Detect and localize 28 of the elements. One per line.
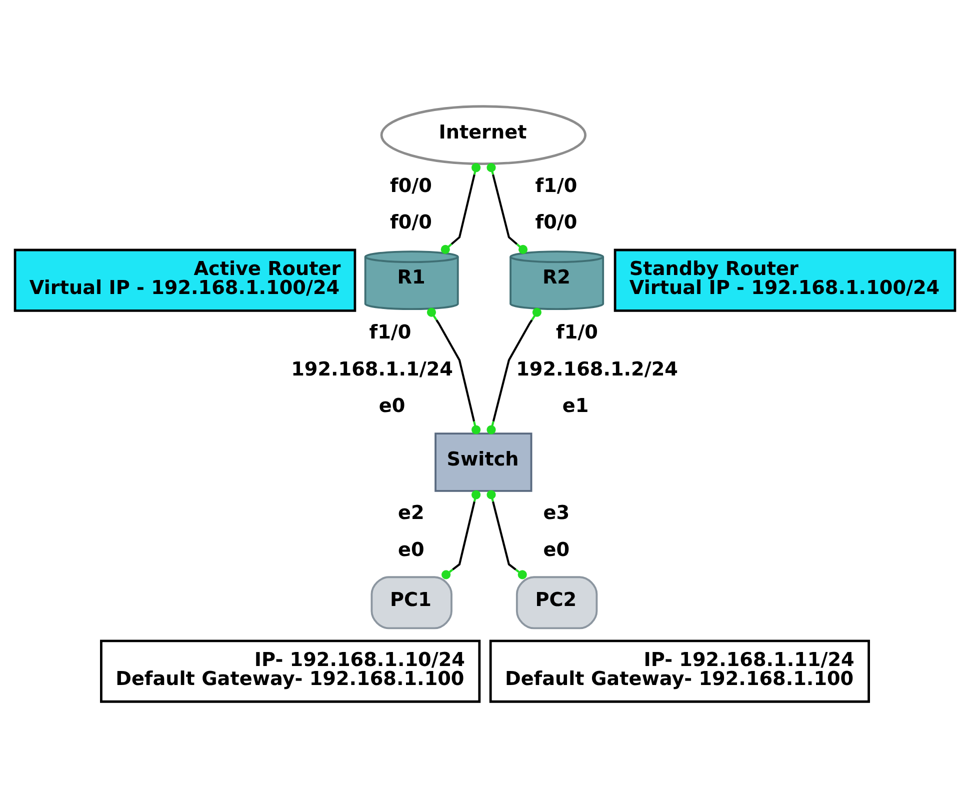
- label: f1/0: [556, 320, 598, 344]
- label: e0: [398, 538, 424, 561]
- label: f1/0: [535, 174, 578, 197]
- label: e3: [543, 501, 570, 524]
- node-ellipse: Internet: [380, 105, 586, 166]
- label: f0/0: [535, 210, 578, 234]
- connector: [442, 490, 481, 580]
- node-box: PC2: [516, 576, 598, 630]
- node-box: PC1: [370, 576, 452, 630]
- node-box: Standby Router Virtual IP - 192.168.1.100/24: [614, 248, 956, 312]
- label: f0/0: [390, 174, 432, 197]
- label: e0: [378, 394, 406, 418]
- connector: [486, 490, 527, 580]
- label: e1: [562, 394, 589, 418]
- connector: [486, 308, 542, 434]
- label: f1/0: [369, 320, 412, 344]
- label: 192.168.1.1/24: [291, 357, 453, 380]
- node-box: Switch: [434, 432, 532, 492]
- connector: [426, 308, 481, 434]
- connector: [486, 163, 528, 254]
- node-box: Active Router Virtual IP - 192.168.1.100/24: [14, 248, 356, 312]
- label: 192.168.1.2/24: [516, 357, 678, 380]
- connector: [440, 163, 481, 254]
- label: e0: [543, 538, 570, 561]
- node-box: IP- 192.168.1.10/24 Default Gateway- 192.168.1.100: [100, 640, 481, 703]
- label: f0/0: [390, 210, 432, 234]
- node-box: IP- 192.168.1.11/24 Default Gateway- 192.168.1.100: [489, 640, 870, 703]
- label: e2: [398, 501, 424, 524]
